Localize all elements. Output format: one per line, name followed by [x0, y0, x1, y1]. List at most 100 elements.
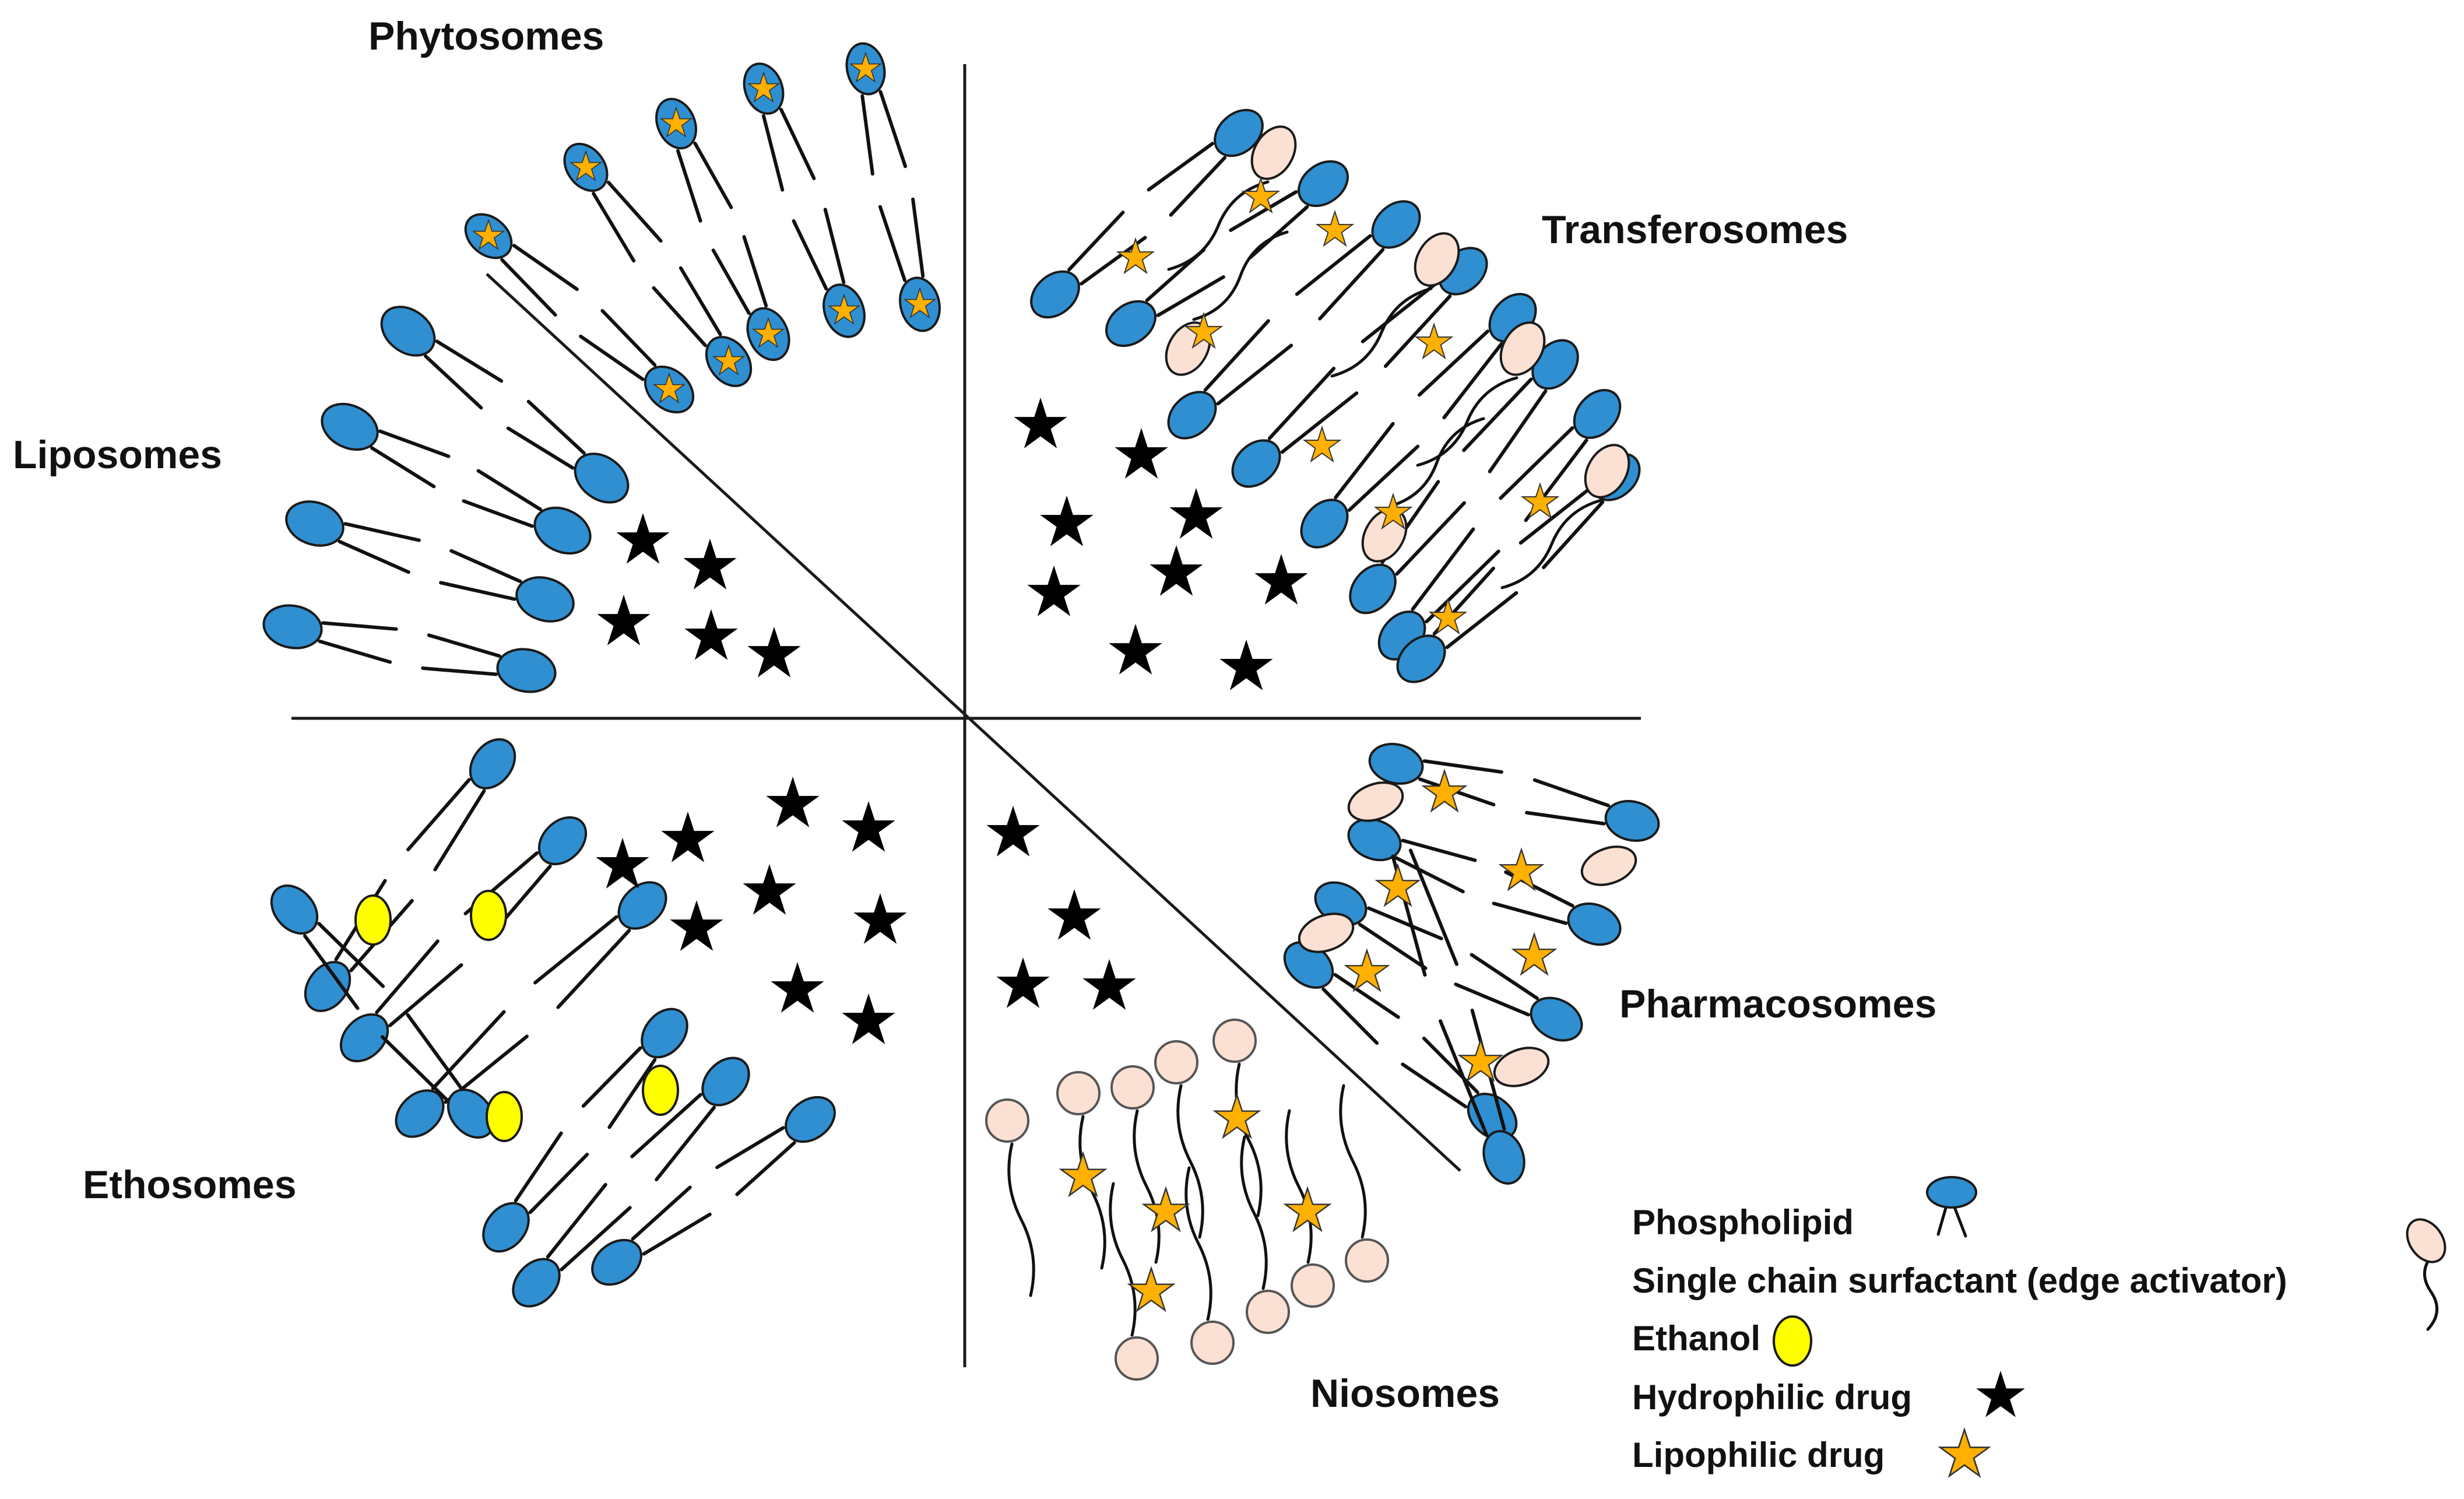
lipid-tail [1156, 275, 1225, 317]
lipid-tail [421, 666, 498, 676]
hydrophilic-drug [771, 962, 824, 1013]
lipid-tail [1462, 377, 1533, 452]
hydrophilic-drug [1254, 554, 1308, 605]
lipid-tail [380, 1035, 448, 1101]
lipid-tail [735, 1141, 796, 1196]
phospholipid-head [339, 1013, 389, 1063]
hydrophilic-drug [683, 539, 737, 589]
phospholipid-head [1300, 499, 1349, 549]
lipid-tail [655, 1105, 716, 1182]
lipophilic-drug [1377, 865, 1419, 905]
phospholipid-head [1030, 270, 1080, 319]
surfactant-head [1499, 321, 1546, 376]
lipid-tail [560, 1206, 632, 1272]
hydrophilic-drug [1014, 398, 1067, 448]
surfactant-icon-tail [2423, 1252, 2439, 1331]
lipid-tail [321, 621, 398, 631]
surfactant-head [1246, 1290, 1290, 1334]
ethosome-structure [270, 738, 836, 1308]
lipid-tail [1445, 591, 1519, 650]
phospholipid-head [1167, 391, 1217, 440]
hydrophilic-drug [842, 801, 895, 852]
lipid-tail [742, 235, 768, 308]
lipophilic-drug [1423, 771, 1465, 811]
lipid-tail [1361, 280, 1439, 343]
label-phytosomes: Phytosomes [368, 14, 604, 58]
lipid-tail [581, 1046, 642, 1108]
lipid-tail [1280, 391, 1359, 454]
phospholipid-head [1396, 634, 1446, 683]
phospholipid-head [512, 1258, 561, 1308]
lipid-tail [592, 191, 636, 263]
lipid-tail [338, 539, 410, 574]
hydrophilic-drug [661, 812, 715, 862]
phospholipid-icon-tail [1936, 1202, 1949, 1236]
surfactant-icon [2406, 1218, 2447, 1263]
lipid-tail [343, 522, 421, 542]
lipid-tail [406, 778, 471, 852]
lipophilic-drug [1118, 239, 1154, 273]
hydrophilic-drug [1040, 496, 1094, 546]
hydrophilic-drug [670, 900, 723, 951]
surfactant-head [985, 1098, 1029, 1143]
lipid-tail [1216, 343, 1293, 406]
surfactant-head [1190, 1321, 1235, 1365]
lipid-tail [546, 1182, 607, 1259]
lipid-tail [424, 354, 483, 410]
lipid-tail [1442, 342, 1503, 420]
phospholipid-head [617, 881, 667, 930]
surfactant-tail [1389, 417, 1485, 508]
legend-icons [1773, 1176, 2447, 1476]
lipid-tail [378, 429, 451, 458]
label-niosomes: Niosomes [1310, 1371, 1500, 1416]
surfactant-head [1115, 1336, 1159, 1381]
phytosome-structure [464, 42, 945, 414]
lipid-tail [1318, 248, 1385, 321]
lipid-tail [528, 1153, 589, 1214]
lipid-tail [1334, 422, 1395, 500]
legend-label-ethanol: Ethanol [1632, 1319, 1760, 1358]
surfactant-head [1347, 781, 1404, 822]
phospholipid-head [533, 506, 592, 555]
lipophilic-drug [1523, 484, 1558, 518]
lipid-tail [911, 197, 925, 278]
lipid-tail [1411, 527, 1475, 611]
phospholipid-head [1105, 300, 1157, 347]
phospholipid-head [1573, 389, 1622, 439]
ethanol-molecule [354, 894, 392, 946]
lipid-tail [1321, 987, 1379, 1045]
lipid-tail [860, 94, 874, 176]
surfactant-head [1165, 321, 1211, 376]
lipid-tail [878, 90, 908, 168]
lipid-tail [1519, 486, 1592, 545]
phospholipid-head [304, 961, 352, 1012]
lipid-tail [556, 929, 631, 1009]
lipid-tail [370, 446, 436, 489]
ethanol-molecule [486, 1091, 523, 1142]
phospholipid-head [1567, 902, 1622, 946]
phospholipid-icon-tail [1952, 1204, 1967, 1238]
phospholipid-head [380, 306, 436, 357]
lipid-tail [607, 1058, 657, 1129]
surfactant-tail [1330, 287, 1433, 378]
lipid-tail [630, 1093, 702, 1159]
hydrophilic-drug [743, 864, 796, 915]
lipid-tail [406, 1013, 462, 1089]
pharmacosome-structure [1283, 743, 1660, 1185]
lipid-tail [500, 258, 557, 317]
phospholipid-head [447, 1089, 495, 1139]
lipid-tail [433, 789, 486, 872]
surfactant-head [1580, 845, 1637, 886]
legend-label-lipophilic: Lipophilic drug [1632, 1435, 1885, 1475]
hydrophilic-drug [1082, 959, 1136, 1010]
surfactant-head [1056, 1071, 1101, 1115]
lipophilic-drug [1500, 849, 1542, 890]
label-pharmacosomes: Pharmacosomes [1619, 982, 1936, 1026]
lipophilic-drug [1061, 1153, 1105, 1195]
lipid-tail [1408, 848, 1458, 966]
hydrophilic-drug [853, 893, 907, 944]
lipid-tail [435, 339, 504, 383]
hydrophilic-drug [766, 777, 820, 827]
lipid-tail [1333, 973, 1400, 1019]
